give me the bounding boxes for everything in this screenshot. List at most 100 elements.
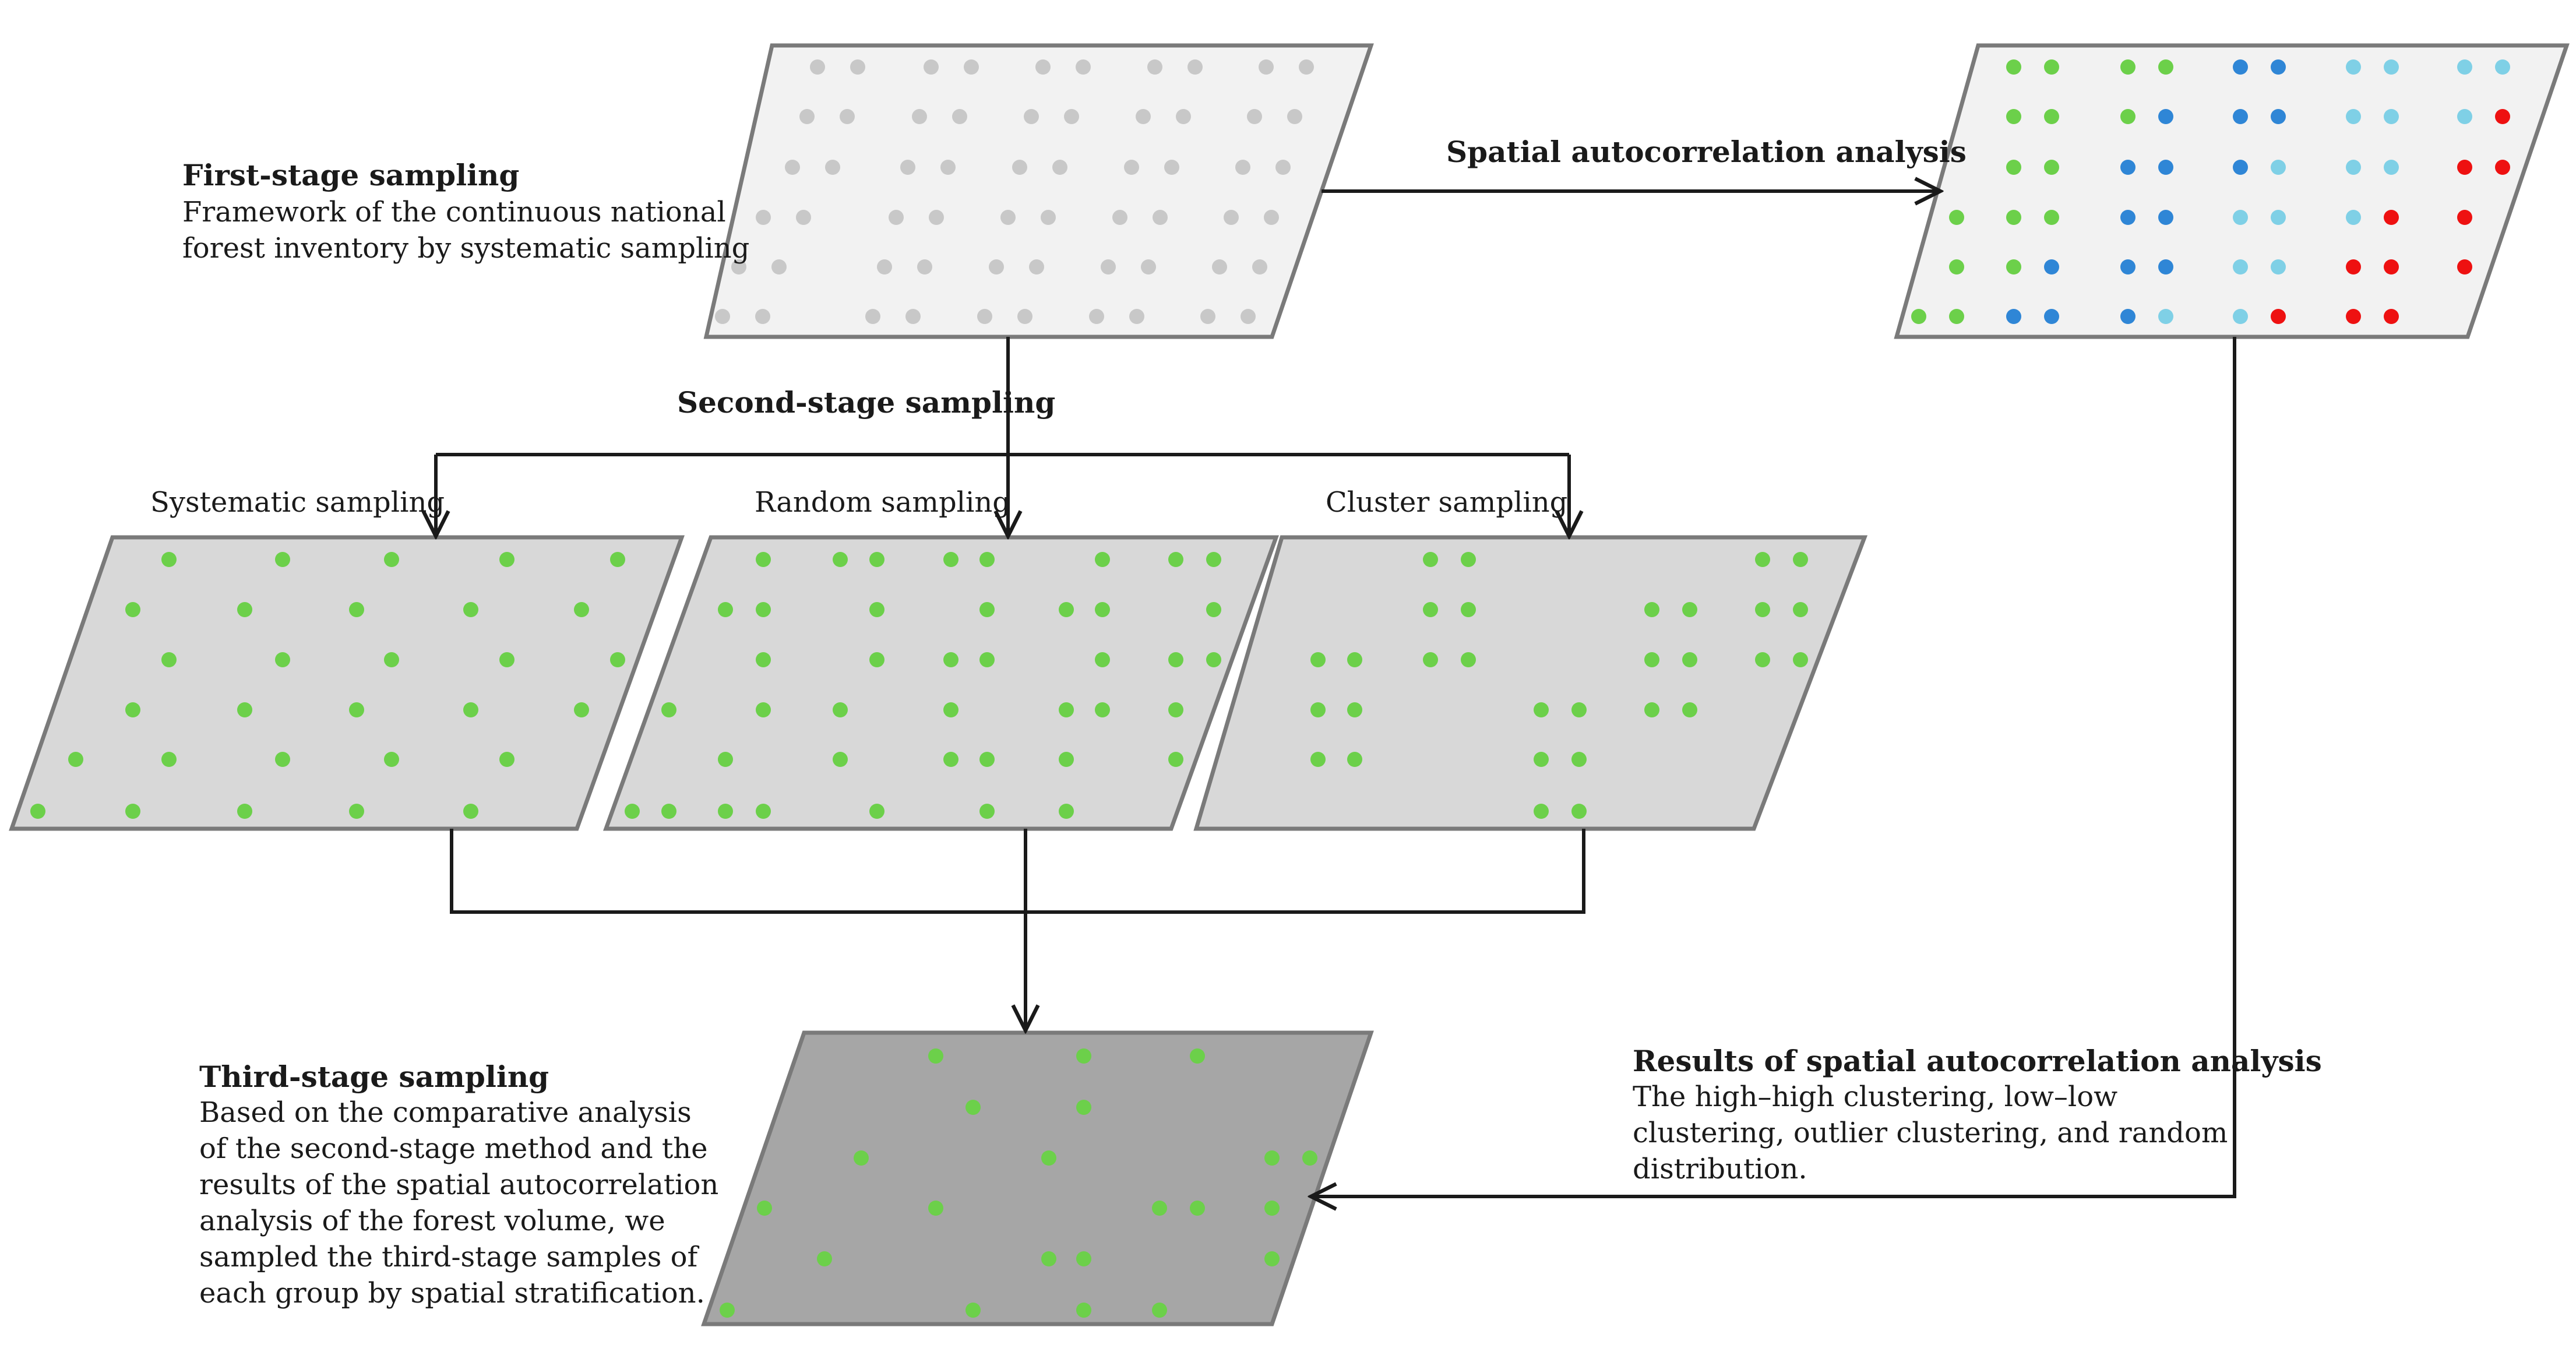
autocorrelation-dot [2233, 259, 2248, 274]
random-sample-dot [979, 804, 995, 819]
systematic-sample-dot [237, 602, 252, 617]
autocorrelation-dot [2044, 210, 2059, 225]
grey-sample-dot [1101, 259, 1116, 274]
systematic-sample-dot [125, 602, 140, 617]
grey-sample-dot [799, 109, 815, 124]
grey-sample-dot [1147, 59, 1162, 75]
autocorrelation-dot [2346, 210, 2361, 225]
results-desc-line-2: clustering, outlier clustering, and rand… [1633, 1117, 2228, 1149]
autocorrelation-dot [2006, 309, 2021, 324]
stage3-desc-line-6: each group by spatial stratification. [199, 1277, 705, 1310]
cluster-sample-dot [1682, 602, 1697, 617]
autocorrelation-dot [2457, 59, 2472, 75]
cluster-sample-dot [1755, 652, 1770, 667]
autocorrelation-dot [2495, 109, 2510, 124]
random-sample-dot [718, 602, 733, 617]
cluster-sample-dot [1310, 652, 1326, 667]
random-sample-dot [1168, 652, 1183, 667]
cluster-sample-dot [1571, 702, 1587, 717]
autocorrelation-dot [2457, 210, 2472, 225]
stage1-grey-dots [715, 59, 1314, 324]
cluster-sample-dot [1534, 702, 1549, 717]
grey-sample-dot [1017, 309, 1032, 324]
autocorrelation-dot [2346, 309, 2361, 324]
stage3-sample-dot [1264, 1150, 1280, 1166]
grey-sample-dot [1200, 309, 1215, 324]
autocorrelation-dot [2495, 160, 2510, 175]
systematic-sample-dot [349, 602, 364, 617]
systematic-sample-dot [161, 652, 177, 667]
autocorrelation-panel [1894, 43, 2570, 339]
systematic-sample-dot [349, 804, 364, 819]
random-sample-dot [1059, 752, 1074, 767]
random-sampling-label: Random sampling [755, 486, 1010, 519]
autocorrelation-dot [2006, 259, 2021, 274]
grey-sample-dot [1136, 109, 1151, 124]
systematic-sample-dot [499, 652, 515, 667]
random-sample-dot [756, 552, 771, 567]
autocorrelation-dot [2346, 160, 2361, 175]
stage3-sample-dot [1076, 1251, 1091, 1266]
random-sampling-panel [603, 535, 1279, 831]
autocorrelation-dot [2495, 59, 2510, 75]
autocorrelation-dot [2158, 160, 2173, 175]
systematic-sample-dot [275, 652, 290, 667]
grey-sample-dot [1124, 160, 1139, 175]
cluster-sample-dot [1793, 602, 1808, 617]
random-sample-dot [756, 652, 771, 667]
random-sample-dot [979, 552, 995, 567]
autocorrelation-dot [2158, 309, 2173, 324]
cluster-sample-dot [1423, 602, 1438, 617]
systematic-sample-dot [574, 602, 589, 617]
random-sample-dot [756, 804, 771, 819]
grey-sample-dot [731, 259, 746, 274]
grey-sample-dot [1089, 309, 1104, 324]
systematic-sample-dot [499, 752, 515, 767]
random-sample-dot [943, 702, 958, 717]
systematic-sampling-panel [9, 535, 685, 831]
stage1-desc-line-2: forest inventory by systematic sampling [182, 232, 749, 265]
random-sample-dot [1168, 552, 1183, 567]
autocorrelation-dot [1949, 259, 1964, 274]
stage3-desc-line-3: results of the spatial autocorrelation [199, 1169, 718, 1201]
grey-sample-dot [917, 259, 932, 274]
stage3-sample-dot [1041, 1150, 1056, 1166]
random-sample-dot [1206, 602, 1221, 617]
grey-sample-dot [1299, 59, 1314, 75]
autocorrelation-dot [2158, 109, 2173, 124]
random-sample-dot [756, 702, 771, 717]
cluster-sample-dot [1423, 552, 1438, 567]
random-sample-dot [869, 552, 884, 567]
stage3-sample-dot [965, 1100, 981, 1115]
cluster-sample-dot [1461, 652, 1476, 667]
systematic-sample-dot [349, 702, 364, 717]
systematic-sample-dot [384, 652, 399, 667]
cluster-sample-dot [1461, 602, 1476, 617]
random-sample-dot [979, 752, 995, 767]
autocorrelation-dot [2044, 59, 2059, 75]
grey-sample-dot [905, 309, 921, 324]
stage3-sample-dots [720, 1048, 1317, 1318]
systematic-sample-dot [30, 804, 45, 819]
stage1-desc-line-1: Framework of the continuous national [182, 196, 726, 228]
systematic-sample-dot [275, 752, 290, 767]
grey-sample-dot [977, 309, 992, 324]
arrow-results-to-stage3 [1311, 337, 2236, 1196]
random-sample-dot [1059, 702, 1074, 717]
cluster-sample-dot [1793, 652, 1808, 667]
grey-sample-dot [1012, 160, 1027, 175]
random-sample-dot [756, 602, 771, 617]
cluster-sample-dot [1571, 804, 1587, 819]
random-sample-dot [718, 804, 733, 819]
systematic-sample-dot [463, 702, 478, 717]
autocorrelation-dot [2233, 160, 2248, 175]
autocorrelation-dot [1911, 309, 1926, 324]
grey-sample-dot [785, 160, 800, 175]
stage3-sample-dot [720, 1303, 735, 1318]
random-sample-dot [1095, 602, 1110, 617]
random-sample-dot [1168, 752, 1183, 767]
grey-sample-dot [1264, 210, 1279, 225]
cluster-sample-dot [1644, 602, 1659, 617]
grey-sample-dot [755, 309, 770, 324]
cluster-sample-dot [1755, 602, 1770, 617]
